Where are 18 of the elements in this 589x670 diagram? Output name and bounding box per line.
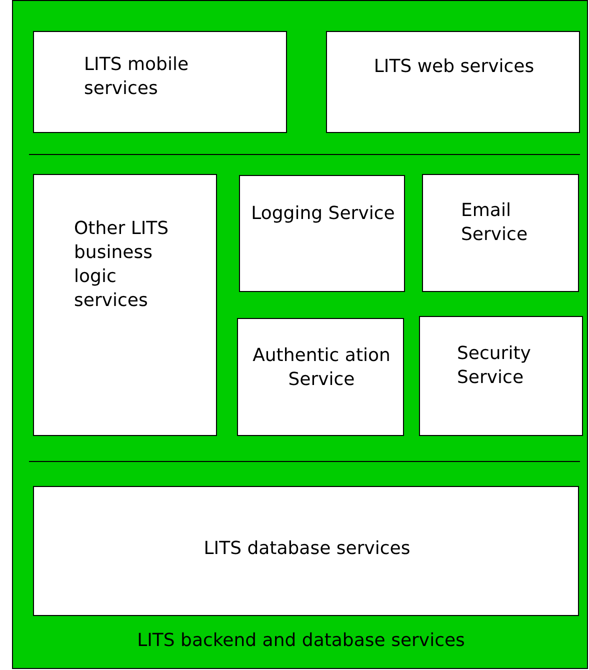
service-box: [419, 316, 583, 436]
service-label: Logging Service: [250, 202, 396, 226]
service-box: [33, 174, 217, 436]
service-label: Other LITS business logic services: [74, 217, 170, 313]
service-box: [33, 31, 287, 133]
service-label: LITS web services: [372, 55, 536, 79]
service-label: LITS database services: [202, 537, 412, 561]
service-box: [239, 175, 405, 292]
service-box: [33, 486, 579, 616]
service-label: Security Service: [457, 342, 532, 390]
service-box: [326, 31, 580, 133]
service-label: LITS mobile services: [84, 53, 190, 101]
service-box: [237, 318, 404, 436]
service-label: Email Service: [461, 199, 529, 247]
panel-title: LITS backend and database services: [136, 629, 466, 653]
service-label: Authentic ation Service: [252, 344, 392, 392]
layer-panel: [12, 0, 588, 669]
service-box: [422, 174, 579, 292]
